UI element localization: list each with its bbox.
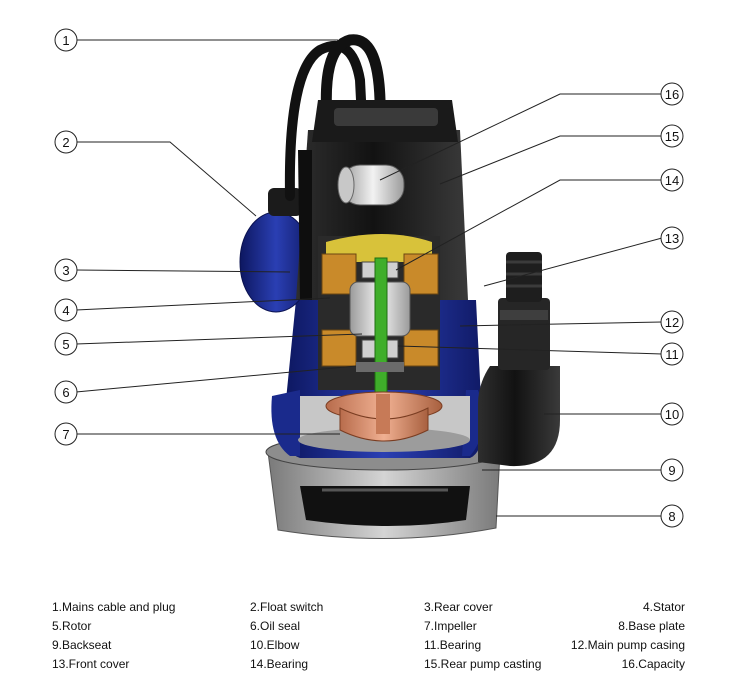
callout-8: 8 (660, 504, 684, 528)
callout-12: 12 (660, 310, 684, 334)
leader-lines (75, 39, 663, 517)
callout-10: 10 (660, 402, 684, 426)
svg-text:10: 10 (665, 407, 679, 422)
callout-4: 4 (54, 298, 78, 322)
svg-text:16: 16 (665, 87, 679, 102)
svg-text:15: 15 (665, 129, 679, 144)
legend-item-9: 9.Backseat (52, 638, 112, 652)
legend-item-10: 10.Elbow (250, 638, 300, 652)
callout-13: 13 (660, 226, 684, 250)
legend-item-2: 2.Float switch (250, 600, 324, 614)
callout-2: 2 (54, 130, 78, 154)
svg-text:5: 5 (62, 337, 69, 352)
legend-item-5: 5.Rotor (52, 619, 92, 633)
legend-item-12: 12.Main pump casing (570, 638, 685, 652)
callout-9: 9 (660, 458, 684, 482)
svg-text:14: 14 (665, 173, 679, 188)
capacitor (337, 164, 405, 206)
legend-item-8: 8.Base plate (618, 619, 685, 633)
svg-text:13: 13 (665, 231, 679, 246)
oil-seal (356, 362, 404, 372)
svg-text:12: 12 (665, 315, 679, 330)
svg-text:11: 11 (665, 347, 679, 362)
pump-diagram: 1 2 3 4 5 6 7 8 9 10 11 12 13 14 15 16 (54, 28, 684, 540)
svg-text:6: 6 (62, 385, 69, 400)
base-plate (267, 451, 501, 540)
elbow-outlet (478, 252, 560, 467)
callout-5: 5 (54, 332, 78, 356)
callout-7: 7 (54, 422, 78, 446)
svg-text:1: 1 (62, 33, 69, 48)
svg-text:2: 2 (62, 135, 69, 150)
callout-3: 3 (54, 258, 78, 282)
legend-item-15: 15.Rear pump casting (424, 657, 542, 671)
legend-item-7: 7.Impeller (424, 619, 477, 633)
svg-text:7: 7 (62, 427, 69, 442)
legend-item-16: 16.Capacity (621, 657, 685, 671)
svg-text:3: 3 (62, 263, 69, 278)
shaft (374, 257, 388, 399)
legend-item-4: 4.Stator (642, 600, 685, 614)
callout-6: 6 (54, 380, 78, 404)
mains-cable (284, 34, 388, 201)
legend-item-3: 3.Rear cover (424, 600, 493, 614)
callout-1: 1 (54, 28, 78, 52)
parts-legend: 1.Mains cable and plug 2.Float switch 3.… (0, 596, 749, 692)
svg-text:9: 9 (668, 463, 675, 478)
impeller (325, 391, 443, 442)
legend-item-14: 14.Bearing (250, 657, 309, 671)
callout-15: 15 (660, 124, 684, 148)
callout-14: 14 (660, 168, 684, 192)
svg-text:8: 8 (668, 509, 675, 524)
legend-item-1: 1.Mains cable and plug (52, 600, 176, 614)
legend-item-13: 13.Front cover (52, 657, 130, 671)
callout-11: 11 (660, 342, 684, 366)
motor-cutaway (318, 234, 440, 399)
legend-item-11: 11.Bearing (424, 638, 482, 652)
callout-16: 16 (660, 82, 684, 106)
svg-text:4: 4 (62, 303, 69, 318)
legend-item-6: 6.Oil seal (250, 619, 301, 633)
